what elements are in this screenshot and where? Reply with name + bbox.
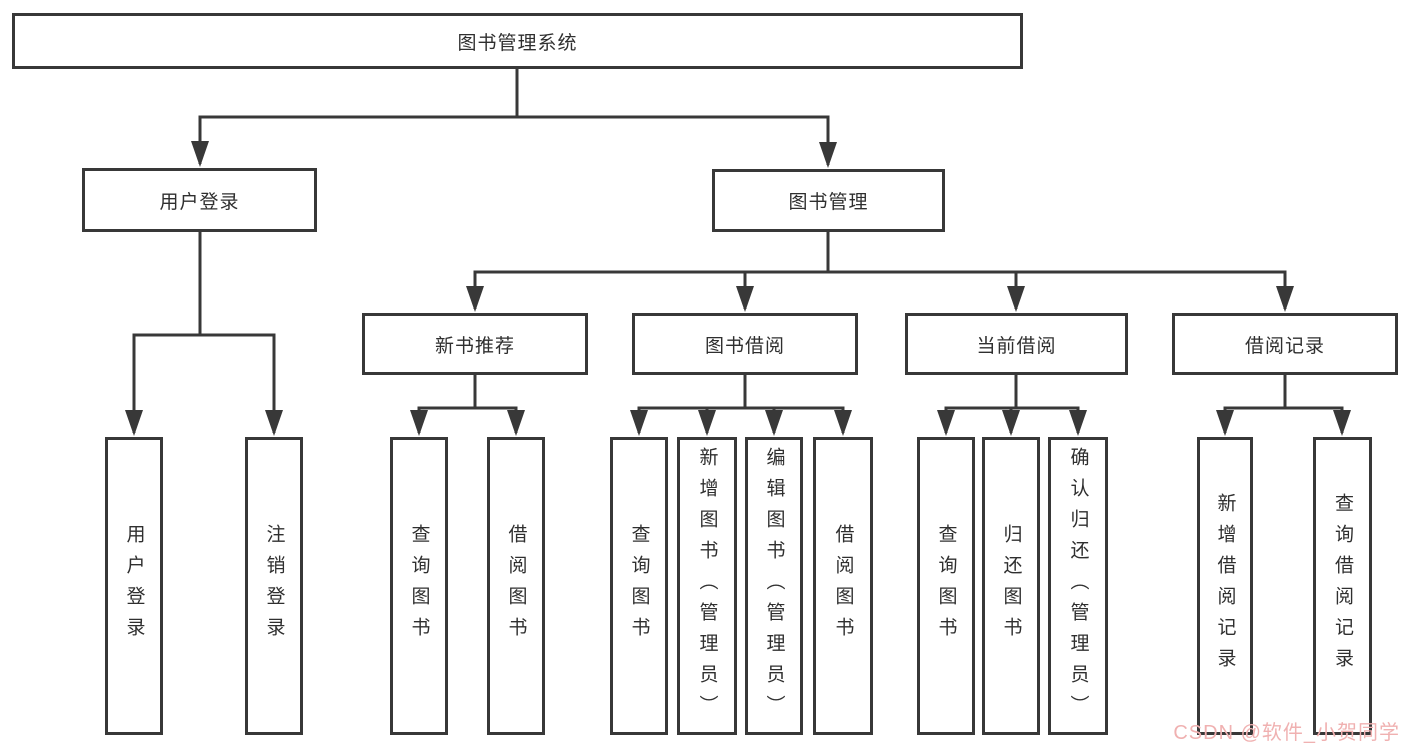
connector-book-borrow-spine xyxy=(637,374,845,410)
leaf-edit-books-admin: 编辑图书（管理员） xyxy=(745,437,803,735)
connector-new-book-spine xyxy=(417,374,518,410)
leaf-logout: 注销登录 xyxy=(245,437,303,735)
node-user-login: 用户登录 xyxy=(82,168,317,232)
leaf-query-books: 查询图书 xyxy=(610,437,668,735)
leaf-label: 新增图书（管理员） xyxy=(696,446,718,726)
node-label: 图书管理 xyxy=(788,192,869,213)
node-label: 用户登录 xyxy=(159,191,240,213)
node-new-book-recommend: 新书推荐 xyxy=(362,313,588,375)
leaf-add-borrow-record: 新增借阅记录 xyxy=(1197,437,1253,735)
node-library-system: 图书管理系统 xyxy=(12,13,1023,69)
connector-borrow-records-spine xyxy=(1223,374,1344,410)
leaf-label: 查询图书 xyxy=(935,524,957,648)
leaf-borrow-books: 借阅图书 xyxy=(813,437,873,735)
node-book-borrowing: 图书借阅 xyxy=(632,313,858,375)
connector-book-mgmt-spine xyxy=(473,232,1287,274)
node-label: 借阅记录 xyxy=(1244,335,1325,357)
leaf-query-books: 查询图书 xyxy=(390,437,448,735)
leaf-label: 编辑图书（管理员） xyxy=(763,446,785,726)
leaf-label: 归还图书 xyxy=(1000,524,1022,648)
leaf-label: 注销登录 xyxy=(263,524,285,648)
leaf-label: 借阅图书 xyxy=(832,524,854,648)
node-label: 新书推荐 xyxy=(434,335,515,357)
connector-current-borrow-spine xyxy=(944,374,1080,410)
node-borrowing-records: 借阅记录 xyxy=(1172,313,1398,375)
leaf-label: 查询图书 xyxy=(408,524,430,648)
leaf-query-books: 查询图书 xyxy=(917,437,975,735)
leaf-label: 查询借阅记录 xyxy=(1332,493,1353,679)
node-current-borrowing: 当前借阅 xyxy=(905,313,1128,375)
connector-root-spine xyxy=(198,69,830,119)
node-label: 图书借阅 xyxy=(704,335,785,357)
leaf-label: 借阅图书 xyxy=(505,524,527,648)
leaf-query-borrow-record: 查询借阅记录 xyxy=(1313,437,1372,735)
csdn-watermark: CSDN @软件_小贺同学 xyxy=(1173,722,1400,744)
leaf-confirm-return-admin: 确认归还（管理员） xyxy=(1048,437,1108,735)
leaf-label: 新增借阅记录 xyxy=(1214,493,1236,679)
leaf-label: 用户登录 xyxy=(123,524,145,648)
leaf-label: 确认归还（管理员） xyxy=(1067,446,1089,726)
connector-user-login-spine xyxy=(132,231,276,337)
leaf-return-books: 归还图书 xyxy=(982,437,1040,735)
leaf-add-books-admin: 新增图书（管理员） xyxy=(677,437,737,735)
node-label: 图书管理系统 xyxy=(457,32,578,54)
leaf-user-login: 用户登录 xyxy=(105,437,163,735)
node-label: 当前借阅 xyxy=(976,335,1057,357)
node-book-management: 图书管理 xyxy=(712,169,945,232)
leaf-label: 查询图书 xyxy=(628,524,650,648)
leaf-borrow-books: 借阅图书 xyxy=(487,437,545,735)
